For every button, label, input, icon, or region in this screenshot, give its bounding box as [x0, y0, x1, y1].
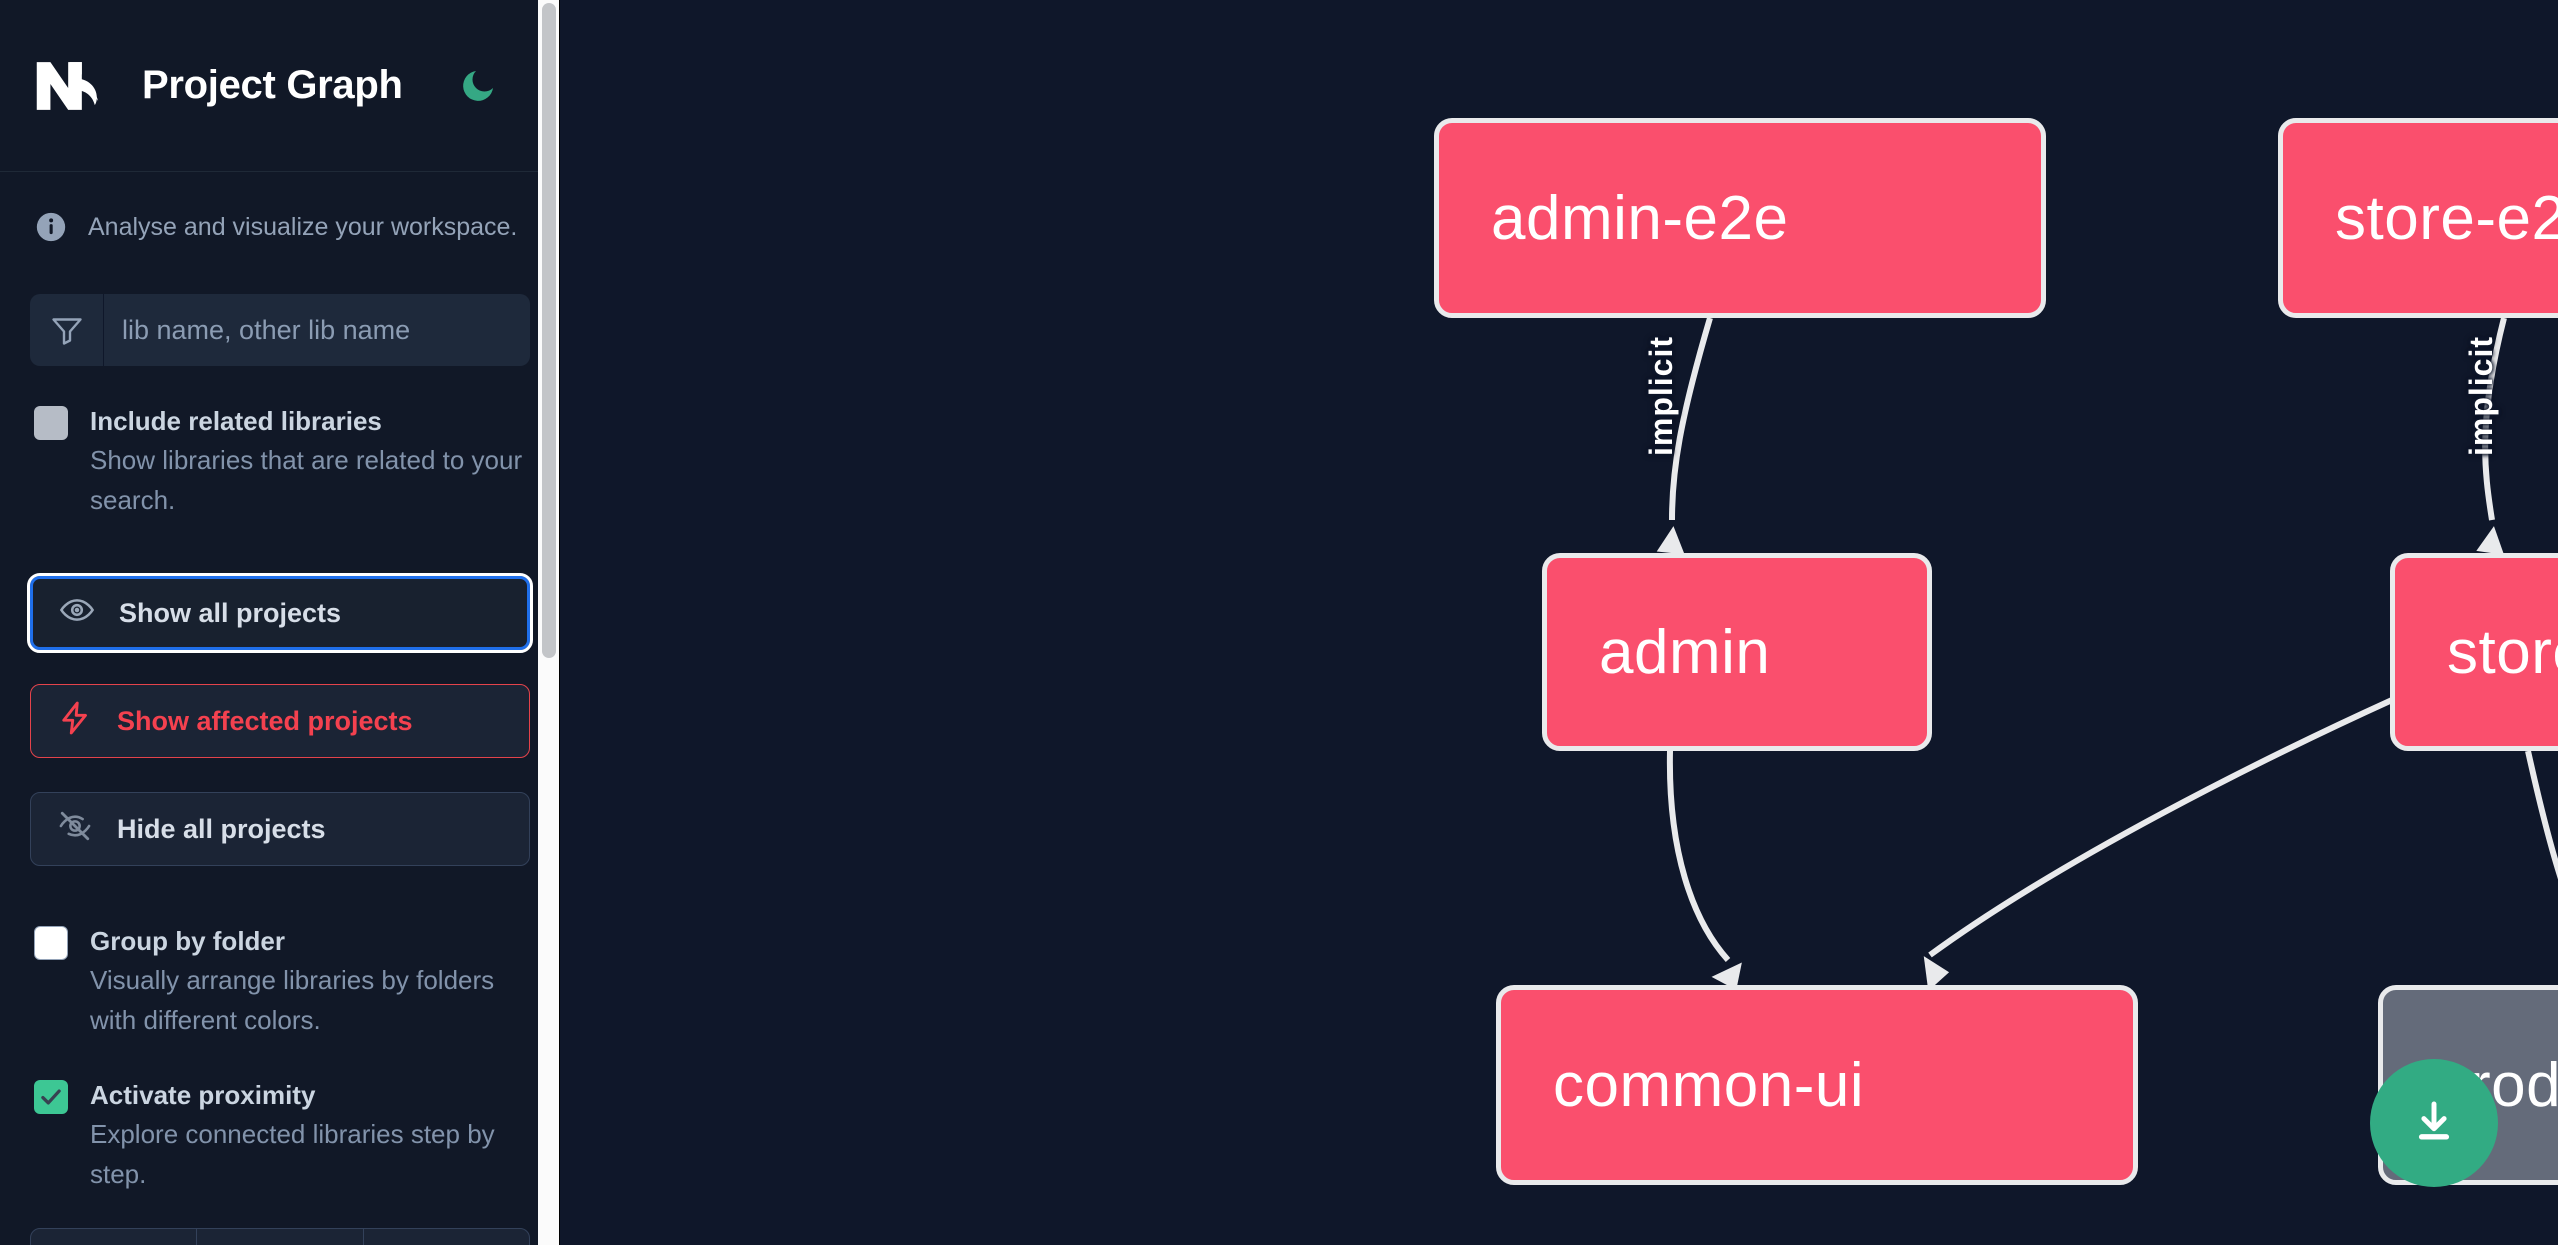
checkbox-activate-proximity[interactable] — [34, 1080, 68, 1114]
option-title: Group by folder — [90, 926, 285, 956]
node-label: store-e2e — [2335, 183, 2558, 253]
show-affected-projects-label: Show affected projects — [117, 705, 413, 736]
option-include-related-libraries[interactable]: Include related libraries Show libraries… — [0, 366, 560, 520]
edge-admin-common-ui — [1666, 750, 1731, 963]
sidebar-scrollbar[interactable] — [538, 0, 560, 1245]
search-input[interactable] — [104, 294, 530, 366]
option-group-by-folder[interactable]: Group by folder Visually arrange librari… — [0, 866, 560, 1040]
graph-canvas[interactable]: implicit implicit admin-e2e store-e2e ad… — [560, 0, 2558, 1245]
option-description: Show libraries that are related to your … — [90, 445, 523, 515]
node-label: admin — [1599, 617, 1771, 687]
edge-store-common-ui — [1928, 697, 2394, 958]
option-title: Activate proximity — [90, 1080, 316, 1110]
show-all-projects-label: Show all projects — [119, 597, 342, 628]
visibility-button-group: Show all projects Show affected projects — [0, 520, 560, 866]
node-label: common-ui — [1553, 1050, 1865, 1120]
bolt-icon — [57, 700, 93, 743]
hide-all-projects-button[interactable]: Hide all projects — [30, 792, 530, 866]
segment-2[interactable] — [197, 1229, 364, 1245]
eye-icon — [59, 592, 95, 635]
option-title: Include related libraries — [90, 406, 382, 436]
search-field[interactable] — [30, 294, 530, 366]
graph-edges — [1656, 317, 2558, 992]
graph-node-common-ui[interactable]: common-ui — [1496, 985, 2138, 1185]
info-icon — [34, 210, 68, 244]
segment-3[interactable] — [364, 1229, 529, 1245]
filter-icon — [30, 294, 104, 366]
checkbox-group-by-folder[interactable] — [34, 926, 68, 960]
hide-all-projects-label: Hide all projects — [117, 813, 326, 844]
edge-admin-e2e-admin — [1669, 317, 1713, 521]
checkbox-include-related-libraries[interactable] — [34, 406, 68, 440]
sidebar-divider — [559, 0, 560, 1245]
tagline-text: Analyse and visualize your workspace. — [88, 212, 518, 241]
graph-node-store-e2e[interactable]: store-e2e — [2278, 118, 2558, 318]
page-title: Project Graph — [142, 63, 403, 107]
sidebar-header: Project Graph — [0, 0, 560, 172]
edge-store-products — [2525, 750, 2558, 880]
segmented-control-partial[interactable] — [30, 1228, 530, 1245]
edge-arrow — [1923, 956, 1950, 992]
edge-label-implicit-store: implicit — [2463, 336, 2499, 457]
nx-logo-icon — [34, 58, 116, 114]
graph-node-admin-e2e[interactable]: admin-e2e — [1434, 118, 2046, 318]
option-activate-proximity[interactable]: Activate proximity Explore connected lib… — [0, 1040, 560, 1194]
moon-icon[interactable] — [455, 63, 501, 109]
node-label: admin-e2e — [1491, 183, 1789, 253]
download-icon — [2407, 1095, 2461, 1152]
graph-node-admin[interactable]: admin — [1542, 553, 1932, 751]
edge-arrow — [1656, 526, 1685, 555]
sidebar-tagline: Analyse and visualize your workspace. — [0, 172, 560, 244]
sidebar-scrollbar-thumb[interactable] — [542, 3, 556, 658]
edge-store-e2e-store — [2482, 317, 2507, 521]
show-all-projects-button[interactable]: Show all projects — [27, 573, 533, 653]
edge-arrow — [1711, 962, 1742, 991]
graph-node-store[interactable]: store — [2390, 553, 2558, 751]
eye-off-icon — [57, 808, 93, 851]
edge-label-implicit-admin: implicit — [1643, 336, 1679, 457]
edge-arrow — [2476, 526, 2505, 555]
segment-1[interactable] — [31, 1229, 198, 1245]
option-description: Visually arrange libraries by folders wi… — [90, 965, 495, 1035]
node-label: store — [2447, 617, 2558, 687]
option-description: Explore connected libraries step by step… — [90, 1119, 495, 1189]
show-affected-projects-button[interactable]: Show affected projects — [30, 684, 530, 758]
download-button[interactable] — [2370, 1059, 2498, 1187]
sidebar: Project Graph Analyse and visualize your… — [0, 0, 560, 1245]
